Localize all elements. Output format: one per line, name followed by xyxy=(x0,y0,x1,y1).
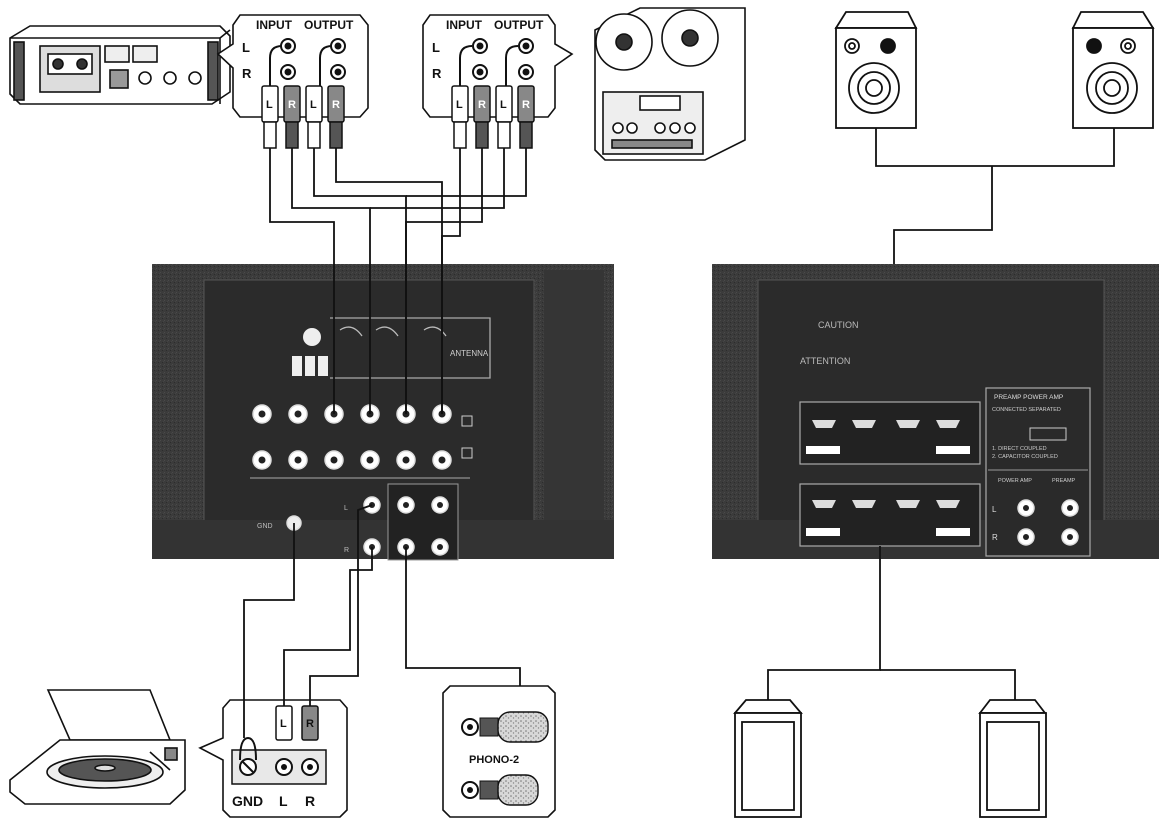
turntable-l-label: L xyxy=(279,793,288,809)
direct-coupled-label: 1. DIRECT COUPLED xyxy=(992,446,1047,452)
deck-right-channel-l: L xyxy=(432,40,440,55)
amp-left-ch-r-label: R xyxy=(344,547,349,554)
amp-left-ch-l-label: L xyxy=(344,505,348,512)
deck-left-channel-r: R xyxy=(242,66,252,81)
amp-right-ch-r-label: R xyxy=(992,533,998,542)
deck-right-plug-label-1: L xyxy=(456,99,463,111)
cassette-deck-icon xyxy=(9,25,231,105)
antenna-label: ANTENNA xyxy=(450,349,489,358)
power-amp-label: POWER AMP xyxy=(998,478,1032,484)
phono2-label: PHONO-2 xyxy=(469,754,519,766)
speaker-left-icon xyxy=(834,11,918,129)
amp-left-gnd-label: GND xyxy=(257,523,273,530)
deck-right-jack-panel: INPUT OUTPUT L R L R L R xyxy=(422,14,574,149)
preamp-label: PREAMP xyxy=(1052,478,1076,484)
phono2-cable xyxy=(405,547,521,686)
turntable-jack-panel: L R GND L R xyxy=(198,699,348,818)
deck-right-input-label: INPUT xyxy=(446,18,483,32)
deck-right-plug-label-3: L xyxy=(500,99,507,111)
speaker-bottom-left-icon xyxy=(733,699,803,818)
deck-left-plug-label-3: L xyxy=(310,99,317,111)
capacitor-coupled-label: 2. CAPACITOR COUPLED xyxy=(992,454,1058,460)
deck-left-jack-panel: INPUT OUTPUT L R L R L R xyxy=(216,14,369,149)
deck-left-plug-label-1: L xyxy=(266,99,273,111)
deck-right-plug-label-4: R xyxy=(522,99,530,111)
deck-left-plug-label-2: R xyxy=(288,99,296,111)
speaker-bottom-right-icon xyxy=(978,699,1047,818)
caution-label: CAUTION xyxy=(818,320,859,330)
turntable-r-label: R xyxy=(305,793,315,809)
deck-left-output-label: OUTPUT xyxy=(304,18,354,32)
tape-deck-cables xyxy=(269,148,527,414)
turntable-plug-r: R xyxy=(306,718,314,730)
deck-right-channel-r: R xyxy=(432,66,442,81)
turntable-gnd-label: GND xyxy=(232,793,263,809)
turntable-plug-l: L xyxy=(280,718,287,730)
deck-left-input-label: INPUT xyxy=(256,18,293,32)
speaker-right-icon xyxy=(1071,11,1155,129)
deck-left-channel-l: L xyxy=(242,40,250,55)
phono2-panel: PHONO-2 xyxy=(442,685,556,818)
amp-right-ch-l-label: L xyxy=(992,505,997,514)
reel-to-reel-deck-icon xyxy=(594,7,746,161)
amplifier-rear-panel-right: CAUTION ATTENTION PREAMP POWER AMP CONNE… xyxy=(712,264,1159,559)
deck-right-output-label: OUTPUT xyxy=(494,18,544,32)
connected-separated-label: CONNECTED SEPARATED xyxy=(992,407,1061,413)
turntable-cables xyxy=(243,504,373,738)
attention-label: ATTENTION xyxy=(800,356,850,366)
turntable-icon xyxy=(9,689,186,805)
deck-right-plug-label-2: R xyxy=(478,99,486,111)
bottom-speaker-wires xyxy=(767,546,1016,700)
amplifier-rear-panel-left: ANTENNA xyxy=(152,264,614,561)
preamp-power-label: PREAMP POWER AMP xyxy=(994,394,1063,401)
deck-left-plug-label-4: R xyxy=(332,99,340,111)
